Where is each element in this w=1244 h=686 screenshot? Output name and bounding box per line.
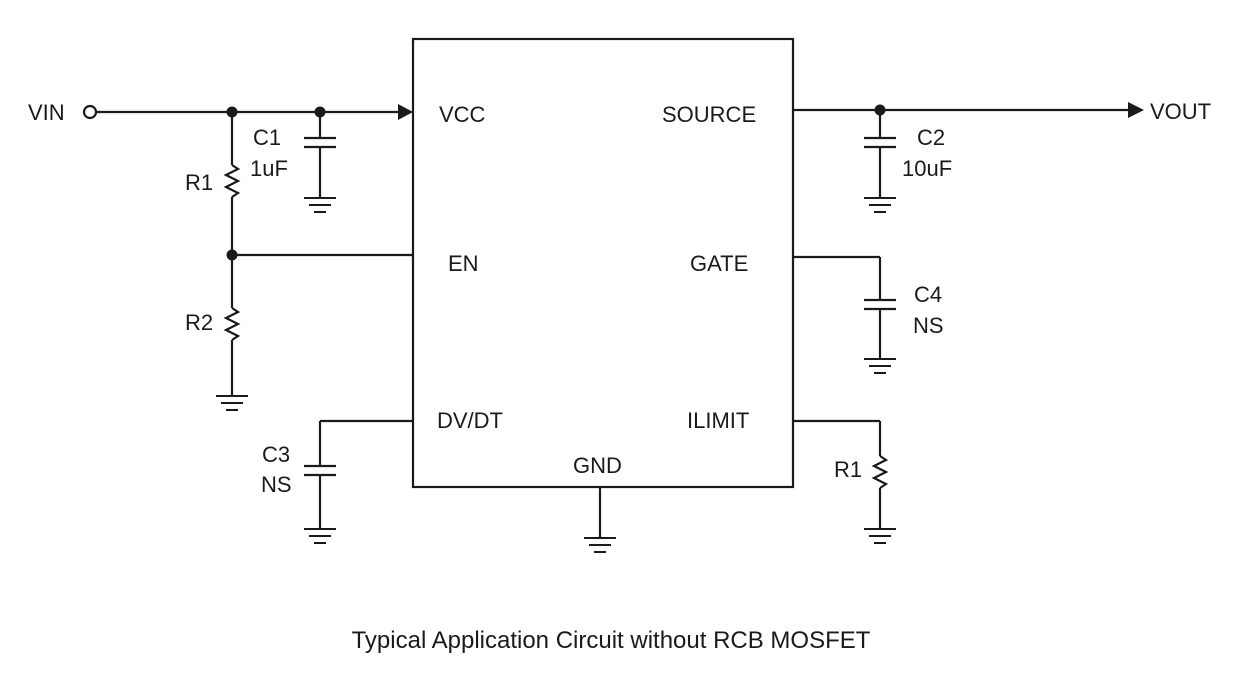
figure-caption: Typical Application Circuit without RCB … — [352, 627, 871, 654]
c2-ref-label: C2 — [917, 125, 945, 150]
capacitor-c1 — [304, 112, 336, 213]
vout-arrow — [1128, 102, 1144, 118]
c4-value-label: NS — [913, 313, 944, 338]
capacitor-c2 — [864, 110, 896, 213]
ic-body — [411, 37, 795, 489]
pin-dvdt-label: DV/DT — [437, 408, 503, 433]
resistor-r1-ilimit — [793, 419, 896, 544]
resistor-r1-divider — [223, 112, 241, 255]
capacitor-c4 — [793, 255, 896, 374]
c3-ref-label: C3 — [262, 442, 290, 467]
pin-source-label: SOURCE — [662, 102, 756, 127]
r1-ilimit-ref-label: R1 — [834, 457, 862, 482]
pin-ilimit-label: ILIMIT — [687, 408, 749, 433]
ic-ground — [584, 487, 616, 553]
r1-divider-ref-label: R1 — [185, 170, 213, 195]
pin-vcc-label: VCC — [439, 102, 486, 127]
resistor-r2 — [216, 255, 248, 411]
capacitor-c3 — [304, 419, 413, 544]
pin-gnd-label: GND — [573, 453, 622, 478]
vcc-arrow — [398, 104, 413, 120]
port-vout-label: VOUT — [1150, 99, 1211, 124]
c2-value-label: 10uF — [902, 156, 952, 181]
vin-terminal — [82, 104, 98, 120]
c3-value-label: NS — [261, 472, 292, 497]
pin-gate-label: GATE — [690, 251, 748, 276]
c1-value-label: 1uF — [250, 156, 288, 181]
port-vin-label: VIN — [28, 100, 65, 125]
r2-ref-label: R2 — [185, 310, 213, 335]
c1-ref-label: C1 — [253, 125, 281, 150]
c4-ref-label: C4 — [914, 282, 942, 307]
pin-en-label: EN — [448, 251, 479, 276]
